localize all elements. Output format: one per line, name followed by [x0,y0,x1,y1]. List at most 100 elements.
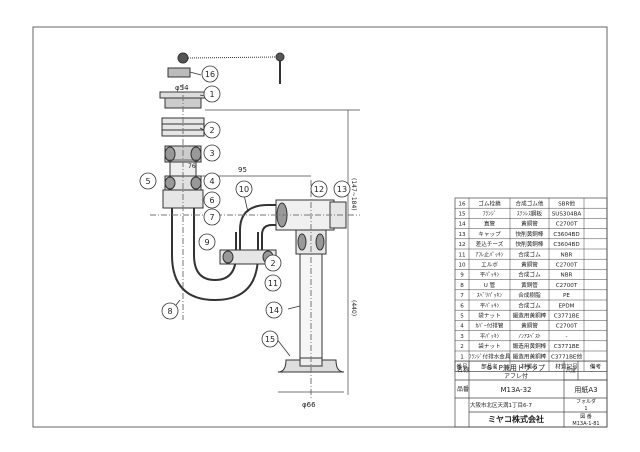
parts-cell-no: 4 [460,324,464,330]
total-height-dim: (147~184) [350,178,357,211]
parts-cell-no: 7 [460,293,464,299]
parts-cell-no: 9 [460,273,464,279]
callout-15: 15 [265,335,275,344]
callout-6: 6 [209,196,214,205]
parts-cell-code: PE [563,293,570,299]
parts-cell-name: 平ﾊﾟｯｷﾝ [480,333,500,340]
parts-cell-material: 黄銅管 [521,261,538,269]
model-number: M13A-32 [500,386,531,394]
parts-header-note: 備考 [590,363,602,371]
callout-8: 8 [167,307,172,316]
parts-cell-name: 直管 [484,220,496,228]
top-diameter-dim: φ54 [175,84,189,92]
parts-header-code: 材質記号 [555,363,578,371]
parts-cell-material: 黄銅管 [521,322,538,330]
parts-cell-material: 鍛造用黄銅棒 [513,352,547,360]
parts-cell-material: 黄銅管 [521,220,538,228]
dimension-lines [163,91,360,395]
callout-9: 9 [204,238,209,247]
parts-cell-code: NBR [561,252,573,258]
callout-2: 2 [209,126,214,135]
callout-balloons [139,65,351,357]
parts-cell-code: SBR他 [558,199,575,207]
company-name: ミヤコ株式会社 [488,414,544,424]
scale-value: - [591,368,593,375]
parts-cell-material: ｽﾃﾝﾚｽ鋼板 [517,210,543,218]
parts-cell-material: 合成樹脂 [518,291,541,299]
product-name: S・P兼用トラップ [487,363,545,372]
parts-cell-name: U 管 [484,281,496,289]
parts-cell-name: 袋ナット [478,342,500,350]
parts-cell-code: C3771BE [554,314,580,320]
parts-cell-code: C2700T [556,324,578,330]
parts-cell-material: 鍛造用黄銅棒 [513,312,547,320]
parts-cell-no: 10 [458,263,466,269]
callout-2b: 2 [270,259,275,268]
parts-cell-no: 16 [458,201,466,207]
parts-cell-name: 平ﾊﾟｯｷﾝ [480,272,500,279]
model-label: 品番 [457,386,469,393]
parts-cell-no: 3 [460,334,464,340]
trap-assembly-drawing [150,52,360,400]
callout-13: 13 [337,185,347,194]
parts-cell-no: 15 [458,212,466,218]
parts-header-no: 番号 [456,364,468,371]
callout-14: 14 [269,306,279,315]
bottom-diameter-dim: φ66 [302,401,316,409]
callout-1: 1 [209,90,214,99]
elbow-width-dim: 95 [238,166,247,174]
parts-cell-name: エルボ [481,261,498,269]
parts-cell-no: 1 [460,354,464,360]
parts-cell-no: 14 [458,222,466,228]
parts-cell-no: 13 [458,232,466,238]
folder-value: 1 [584,406,587,412]
drawing-number: M13A-1-81 [572,421,599,427]
company-address: 大阪市北区天満1丁目6-7 [470,401,532,409]
scale-label: 尺度 [566,367,576,374]
callout-3: 3 [209,149,214,158]
parts-cell-material: 快削黄銅棒 [516,240,544,248]
parts-cell-code: C2700T [556,263,578,269]
parts-cell-code: EPDM [558,303,574,309]
pipe-length-dim: (440) [350,300,357,316]
parts-cell-material: 合成ゴム他 [516,199,544,207]
product-name-sub: アフレ付 [504,372,528,380]
parts-cell-name: 平ﾊﾟｯｷﾝ [480,302,500,309]
parts-header-material: 材質名 [521,363,538,371]
parts-cell-code: C2700T [556,222,578,228]
parts-cell-material: 快削黄銅棒 [516,230,544,238]
parts-cell-material: ﾉﾝｱｽﾍﾞｽﾄ [518,333,541,340]
parts-cell-no: 5 [460,314,464,320]
parts-cell-code: - [565,334,567,340]
folder-label: フォルダ [576,398,596,405]
callout-12: 12 [314,185,324,194]
callout-16: 16 [205,70,215,79]
parts-cell-name: ﾌﾗﾝｼﾞ [483,211,497,218]
parts-header-name: 部品名 [481,363,498,371]
parts-cell-name: キャップ [478,231,501,238]
parts-cell-code: C3771BE他 [551,352,583,360]
parts-cell-material: 合成ゴム [518,250,541,258]
parts-cell-no: 2 [460,344,464,350]
name-label: 名称 [457,366,469,374]
parts-cell-no: 6 [460,303,464,309]
parts-cell-name: ﾌﾗﾝｼﾞ付排水金具 [469,352,511,360]
callout-4: 4 [209,177,214,186]
drawing-label: 図 番 [580,413,592,420]
parts-cell-no: 12 [458,242,465,248]
parts-cell-name: 差込チーズ [476,240,504,248]
parts-cell-no: 8 [460,283,464,289]
parts-cell-no: 11 [458,252,466,258]
parts-cell-material: 合成ゴム [518,301,541,309]
parts-cell-name: 袋ナット [478,312,500,320]
callout-10: 10 [239,185,249,194]
parts-cell-name: ｶﾊﾞｰ付排管 [476,322,504,330]
parts-cell-material: 黄銅管 [521,281,538,289]
paper-size: 用紙A3 [574,385,597,394]
side-dim: 76 [188,163,196,170]
parts-cell-material: 鍛造用黄銅棒 [513,342,547,350]
callout-5: 5 [145,177,150,186]
parts-cell-name: ｽﾍﾞﾘﾊﾟｯｷﾝ [477,292,502,299]
